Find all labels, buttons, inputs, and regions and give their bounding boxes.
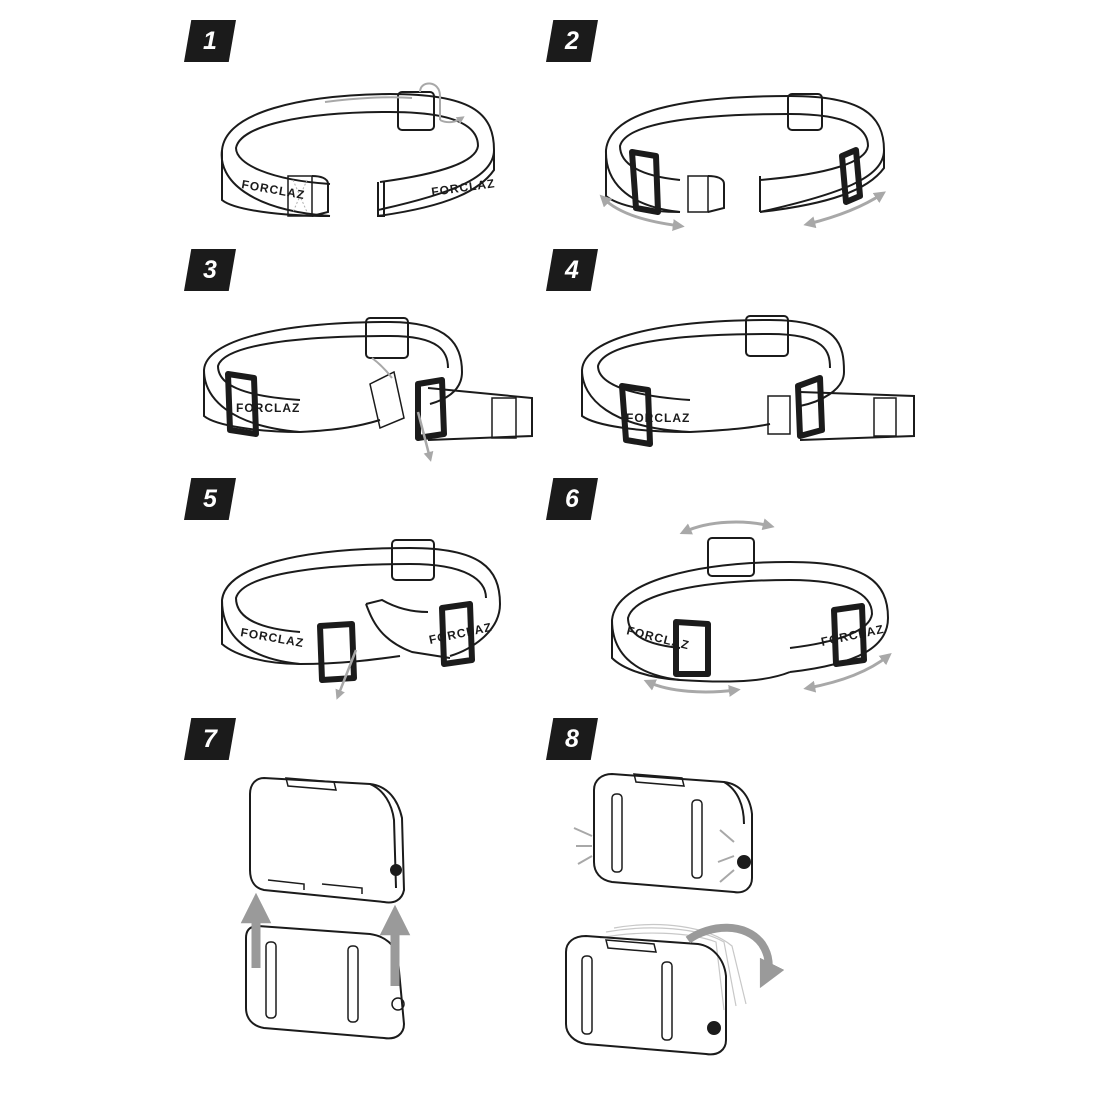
plastic-buckle-icon — [225, 371, 259, 437]
brand-label: FORCLAZ — [236, 401, 300, 415]
strap-loop-icon — [397, 91, 435, 131]
step-6-illustration — [610, 518, 892, 697]
brand-label: FORCLAZ — [625, 623, 691, 652]
step-7-illustration — [240, 776, 411, 1040]
step-3-badge: 3 — [184, 249, 236, 291]
plastic-buckle-icon — [795, 375, 825, 439]
lamp-housing-icon — [593, 772, 753, 894]
lamp-bracket-icon — [245, 924, 406, 1040]
step-5-illustration — [220, 539, 502, 700]
plastic-buckle-icon — [317, 621, 357, 683]
step-3-number: 3 — [203, 255, 217, 284]
step-1-number: 1 — [203, 26, 217, 55]
step-8-illustration — [565, 772, 785, 1056]
step-8-number: 8 — [565, 724, 579, 753]
plastic-buckle-icon — [439, 601, 475, 667]
step-5-badge: 5 — [184, 478, 236, 520]
lamp-housing-icon — [565, 934, 727, 1056]
step-2-illustration — [599, 93, 886, 231]
step-4-illustration — [580, 315, 915, 447]
step-4-badge: 4 — [546, 249, 598, 291]
step-6-number: 6 — [565, 484, 579, 513]
brand-label: FORCLAZ — [430, 176, 496, 199]
brand-label: FORCLAZ — [428, 620, 494, 647]
step-2-number: 2 — [565, 26, 579, 55]
step-5-number: 5 — [203, 484, 217, 513]
step-1-badge: 1 — [184, 20, 236, 62]
step-7-number: 7 — [203, 724, 217, 753]
brand-label: FORCLAZ — [626, 411, 690, 425]
step-7-badge: 7 — [184, 718, 236, 760]
plastic-buckle-icon — [839, 147, 863, 205]
plastic-buckle-icon — [673, 619, 711, 677]
lamp-housing-icon — [249, 776, 406, 904]
step-8-badge: 8 — [546, 718, 598, 760]
step-1-illustration — [220, 82, 496, 217]
plastic-buckle-icon — [415, 377, 447, 441]
plastic-buckle-icon — [619, 383, 653, 447]
step-2-badge: 2 — [546, 20, 598, 62]
step-4-number: 4 — [565, 255, 579, 284]
step-6-badge: 6 — [546, 478, 598, 520]
step-3-illustration — [202, 317, 533, 462]
headband-strap-icon — [220, 92, 496, 217]
